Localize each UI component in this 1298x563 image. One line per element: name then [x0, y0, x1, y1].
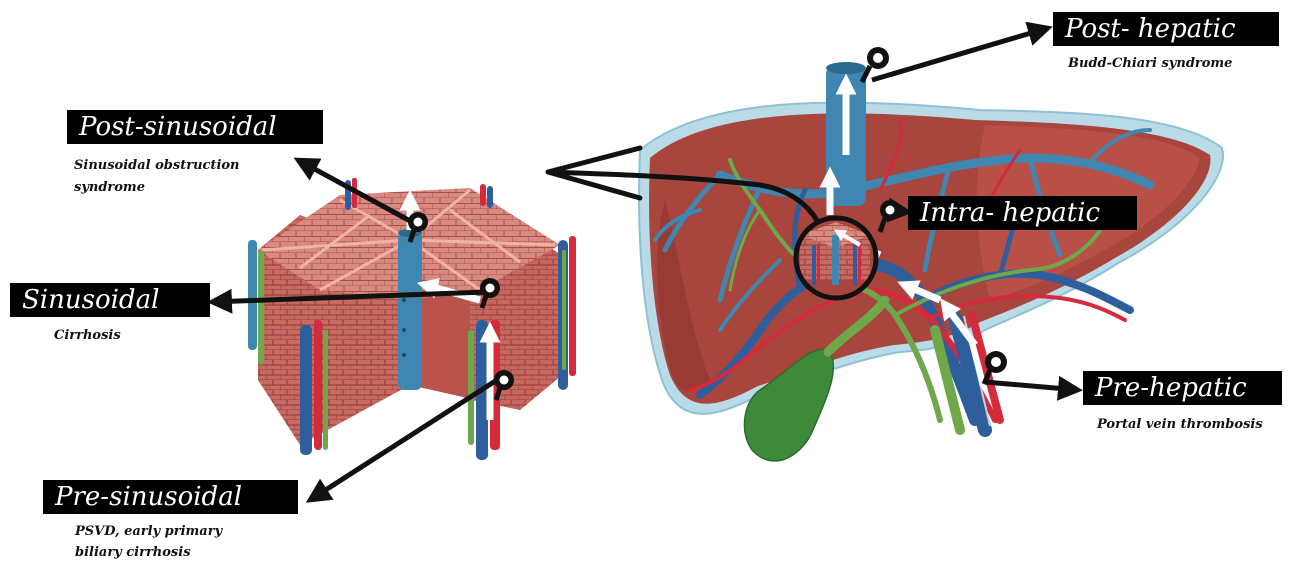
subtitle-pre-sinusoidal-line1: PSVD, early primary	[75, 522, 222, 541]
map-pin-icon	[984, 351, 1007, 384]
zoom-circle	[796, 218, 876, 298]
label-intra-hepatic: Intra- hepatic	[908, 196, 1137, 230]
subtitle-post-sinusoidal-line1: Sinusoidal obstruction	[74, 156, 240, 175]
label-pre-sinusoidal: Pre-sinusoidal	[43, 480, 298, 514]
ivc-opening	[826, 62, 866, 74]
label-sinusoidal: Sinusoidal	[10, 283, 210, 317]
label-post-hepatic: Post- hepatic	[1053, 12, 1279, 46]
portal-triad-front-left	[300, 320, 328, 455]
subtitle-pre-sinusoidal-line2: biliary cirrhosis	[75, 543, 191, 562]
vein-pore	[402, 353, 406, 357]
subtitle-post-sinusoidal-line2: syndrome	[74, 178, 145, 197]
vein-pore	[402, 298, 406, 302]
vein-pore	[402, 328, 406, 332]
label-post-sinusoidal: Post-sinusoidal	[67, 110, 323, 144]
pointer-pre-hepatic	[985, 382, 1078, 390]
subtitle-pre-hepatic: Portal vein thrombosis	[1097, 415, 1263, 434]
pointer-post-hepatic	[872, 28, 1048, 80]
subtitle-sinusoidal: Cirrhosis	[54, 326, 121, 345]
label-pre-hepatic: Pre-hepatic	[1083, 371, 1282, 405]
subtitle-post-hepatic: Budd-Chiari syndrome	[1068, 54, 1232, 73]
portal-triad-right	[558, 236, 576, 390]
central-vein	[398, 232, 422, 390]
